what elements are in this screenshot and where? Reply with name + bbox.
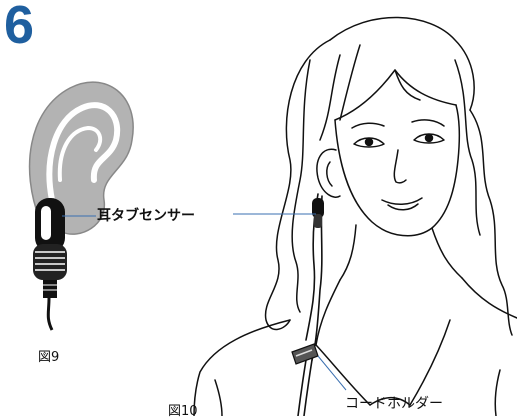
ear-clip-sensor: [33, 198, 67, 331]
ear-drawing: [28, 81, 134, 235]
woman-ear-clip: [312, 198, 324, 228]
woman-drawing: [193, 16, 517, 416]
cord-holder-clip: [291, 343, 319, 365]
cord-holder-label: コードホルダー: [345, 396, 443, 412]
figure-9-caption: 図9: [38, 350, 60, 365]
figure-10-caption: 図10: [168, 404, 198, 419]
cord-holder-leader-line: [317, 355, 347, 391]
ear-sensor-label: 耳タブセンサー: [97, 208, 195, 224]
step-number: 6: [4, 0, 35, 55]
